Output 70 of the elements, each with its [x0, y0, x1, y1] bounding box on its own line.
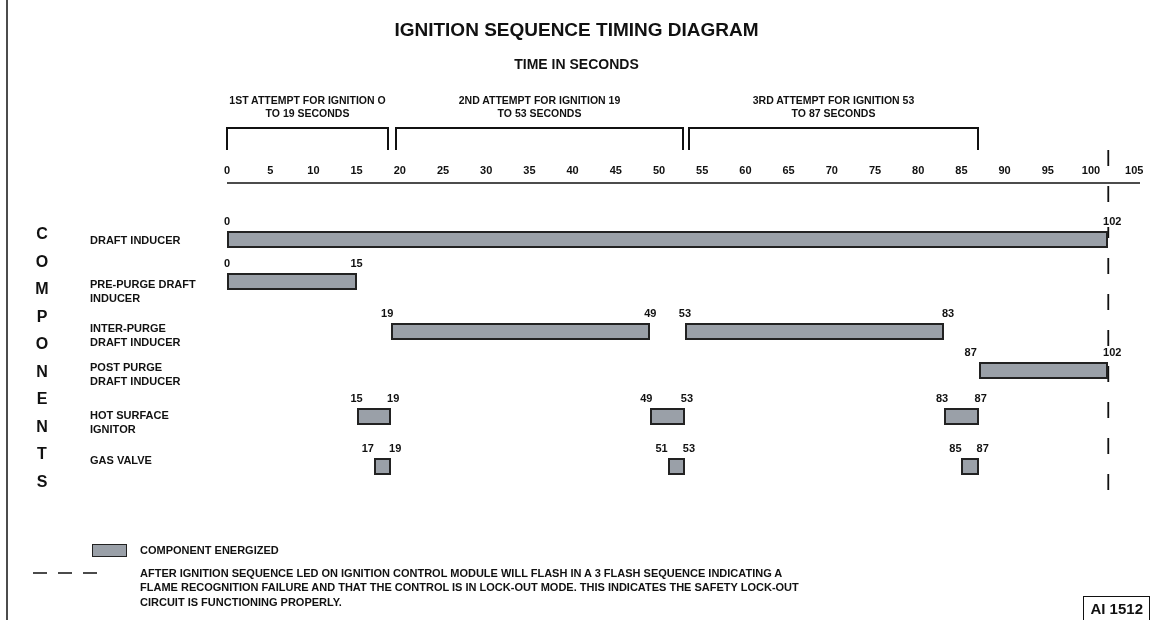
- tick-label: 105: [1124, 164, 1145, 176]
- subtitle: TIME IN SECONDS: [513, 56, 640, 73]
- time-value: 15: [349, 257, 364, 269]
- legend-text: COMPONENT ENERGIZED: [140, 544, 279, 558]
- row-label: HOT SURFACE IGNITOR: [90, 408, 170, 437]
- time-value: 87: [963, 346, 978, 358]
- tick-label: 70: [824, 164, 839, 176]
- tick-label: 40: [565, 164, 580, 176]
- row-label: DRAFT INDUCER: [90, 233, 182, 248]
- time-value: 53: [681, 442, 697, 454]
- energized-bar: [978, 362, 1109, 379]
- attempt-label: 2ND ATTEMPT FOR IGNITION 19 TO 53 SECONDS: [457, 94, 622, 120]
- attempt-label: 1ST ATTEMPT FOR IGNITION O TO 19 SECONDS: [228, 94, 387, 120]
- tick-label: 90: [997, 164, 1012, 176]
- time-value: 17: [360, 442, 375, 454]
- time-value: 15: [349, 392, 364, 404]
- time-value: 83: [941, 307, 956, 319]
- tick-label: 65: [781, 164, 796, 176]
- tick-label: 0: [222, 164, 232, 176]
- energized-bar: [684, 323, 945, 340]
- energized-bar: [944, 408, 979, 425]
- tick-label: 30: [479, 164, 494, 176]
- time-value: 102: [1102, 346, 1123, 358]
- row-label: POST PURGE DRAFT INDUCER: [90, 360, 182, 389]
- time-value: 19: [380, 307, 395, 319]
- tick-label: 80: [911, 164, 926, 176]
- tick-label: 15: [349, 164, 364, 176]
- drawing-number: AI 1512: [1083, 596, 1150, 620]
- tick-label: 85: [954, 164, 969, 176]
- tick-label: 50: [651, 164, 667, 176]
- time-value: 51: [654, 442, 669, 454]
- time-value: 85: [948, 442, 963, 454]
- time-value: 83: [935, 392, 950, 404]
- energized-bar: [373, 458, 392, 475]
- time-value: 102: [1102, 215, 1123, 227]
- time-value: 0: [222, 215, 232, 227]
- time-value: 19: [386, 392, 401, 404]
- energized-bar: [391, 323, 651, 340]
- tick-label: 35: [522, 164, 537, 176]
- energized-bar: [667, 458, 685, 475]
- tick-label: 5: [266, 164, 275, 176]
- energized-bar: [961, 458, 979, 475]
- tick-label: 100: [1080, 164, 1102, 176]
- energized-bar: [227, 231, 1109, 248]
- time-value: 53: [679, 392, 695, 404]
- time-value: 87: [975, 442, 990, 454]
- tick-label: 45: [608, 164, 623, 176]
- energized-bar: [356, 408, 392, 425]
- tick-label: 25: [435, 164, 451, 176]
- energized-bar: [227, 273, 357, 290]
- time-value: 0: [222, 257, 232, 269]
- tick-label: 20: [392, 164, 407, 176]
- tick-label: 60: [738, 164, 753, 176]
- legend-note: AFTER IGNITION SEQUENCE LED ON IGNITION CONTROL MODULE WILL FLASH IN A 3 FLASH SEQUENCE INDICATING A FLAME RECOGNITION FAILURE AND THAT THE CONTROL IS IN LOCK-OUT MODE. THIS INDICATES THE SAFETY LOCK-OUT CIRCUIT IS FUNCTIONING PROPERLY.: [140, 566, 800, 609]
- attempt-label: 3RD ATTEMPT FOR IGNITION 53 TO 87 SECONDS: [751, 94, 916, 120]
- time-value: 19: [388, 442, 403, 454]
- time-value: 87: [973, 392, 988, 404]
- row-label: PRE-PURGE DRAFT INDUCER: [90, 277, 196, 306]
- row-label: INTER-PURGE DRAFT INDUCER: [90, 321, 182, 350]
- tick-label: 95: [1040, 164, 1055, 176]
- tick-label: 10: [306, 164, 321, 176]
- row-label: GAS VALVE: [90, 453, 153, 468]
- energized-bar: [650, 408, 685, 425]
- time-value: 49: [639, 392, 654, 404]
- time-value: 49: [643, 307, 658, 319]
- tick-label: 75: [867, 164, 883, 176]
- diagram-title: IGNITION SEQUENCE TIMING DIAGRAM: [393, 19, 760, 41]
- tick-label: 55: [695, 164, 710, 176]
- time-value: 53: [677, 307, 693, 319]
- axis-title: COMPONENTS: [34, 224, 50, 492]
